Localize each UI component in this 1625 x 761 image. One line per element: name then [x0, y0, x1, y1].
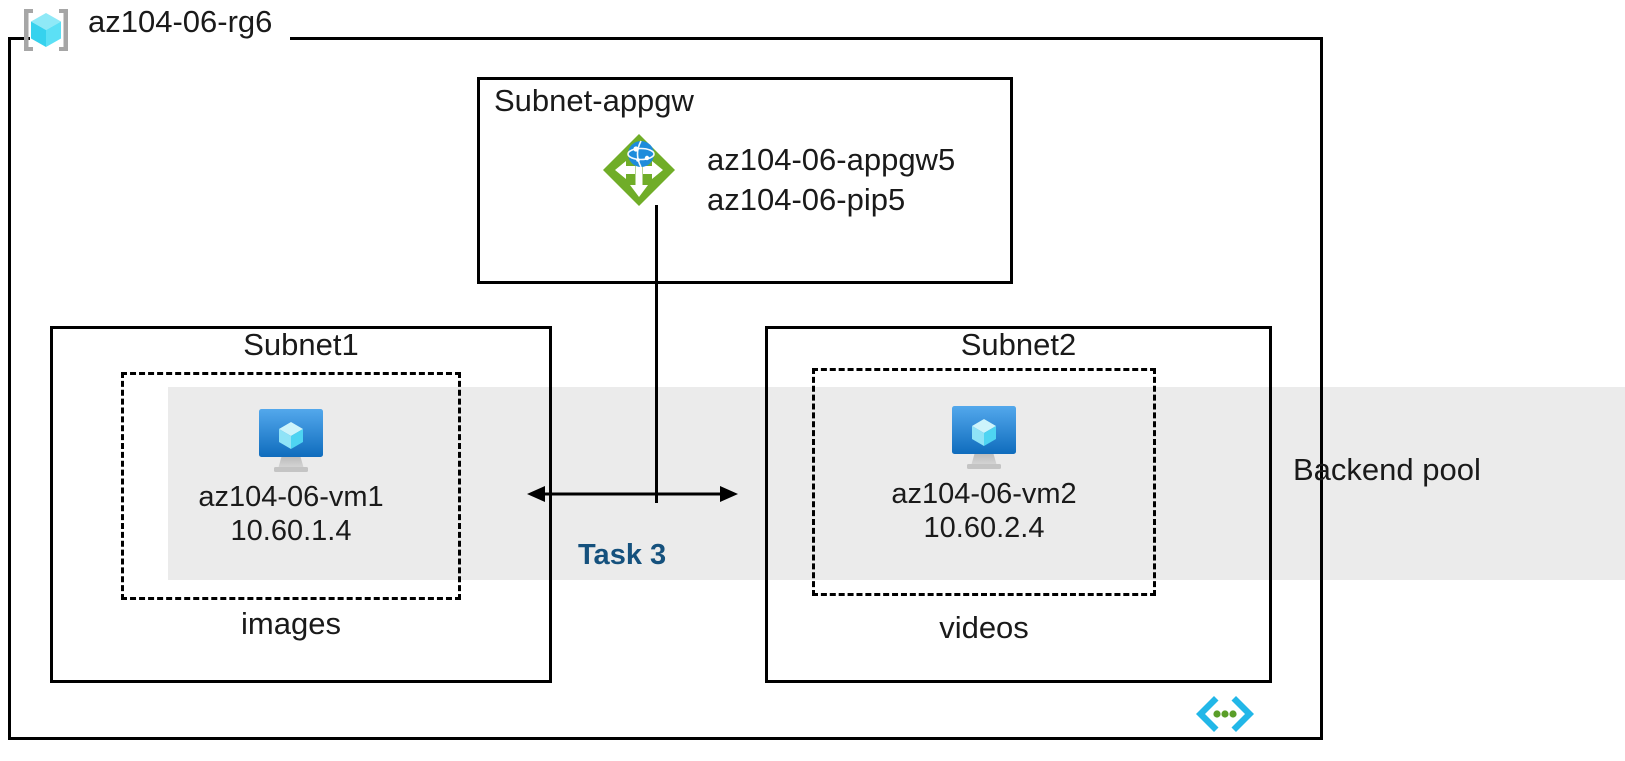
backend-pool-band	[168, 387, 1625, 580]
resource-group-border-top-right	[290, 37, 1323, 40]
application-gateway-icon	[601, 132, 677, 208]
subnet-peering-arrow	[525, 483, 740, 510]
subnet1-footer-label: images	[241, 606, 341, 641]
backend-pool-label: Backend pool	[1293, 452, 1481, 487]
subnet-appgw-box	[477, 77, 1013, 284]
subnet2-nic-boundary	[812, 368, 1156, 596]
virtual-machine-icon	[945, 400, 1023, 472]
subnet2-footer-label: videos	[939, 610, 1029, 645]
subnet1-box	[50, 326, 552, 683]
resource-group-border-top-left	[8, 37, 30, 40]
vm1-name: az104-06-vm1	[198, 481, 384, 513]
subnet-appgw-label: Subnet-appgw	[494, 83, 694, 118]
resource-group-cube-icon	[20, 5, 72, 55]
vm2-name: az104-06-vm2	[891, 478, 1077, 510]
vm1-group: az104-06-vm1 10.60.1.4	[121, 403, 461, 548]
vm2-ip: 10.60.2.4	[923, 511, 1045, 544]
virtual-machine-icon	[252, 403, 330, 475]
code-brackets-icon	[1196, 692, 1254, 736]
appgw-pip-name: az104-06-pip5	[707, 181, 906, 217]
resource-group-boundary	[8, 37, 1323, 740]
subnet1-label: Subnet1	[243, 327, 359, 362]
task-3-annotation: Task 3	[578, 539, 667, 571]
subnet1-nic-boundary	[121, 372, 461, 600]
vm1-ip: 10.60.1.4	[230, 514, 352, 547]
gateway-connector-line	[655, 205, 658, 503]
resource-group-label: az104-06-rg6	[88, 4, 273, 39]
subnet2-label: Subnet2	[960, 327, 1077, 362]
vm2-group: az104-06-vm2 10.60.2.4	[812, 400, 1156, 545]
subnet2-box	[765, 326, 1272, 683]
appgw-name: az104-06-appgw5	[707, 142, 956, 177]
application-gateway-labels: az104-06-appgw5 az104-06-pip5	[707, 140, 955, 219]
